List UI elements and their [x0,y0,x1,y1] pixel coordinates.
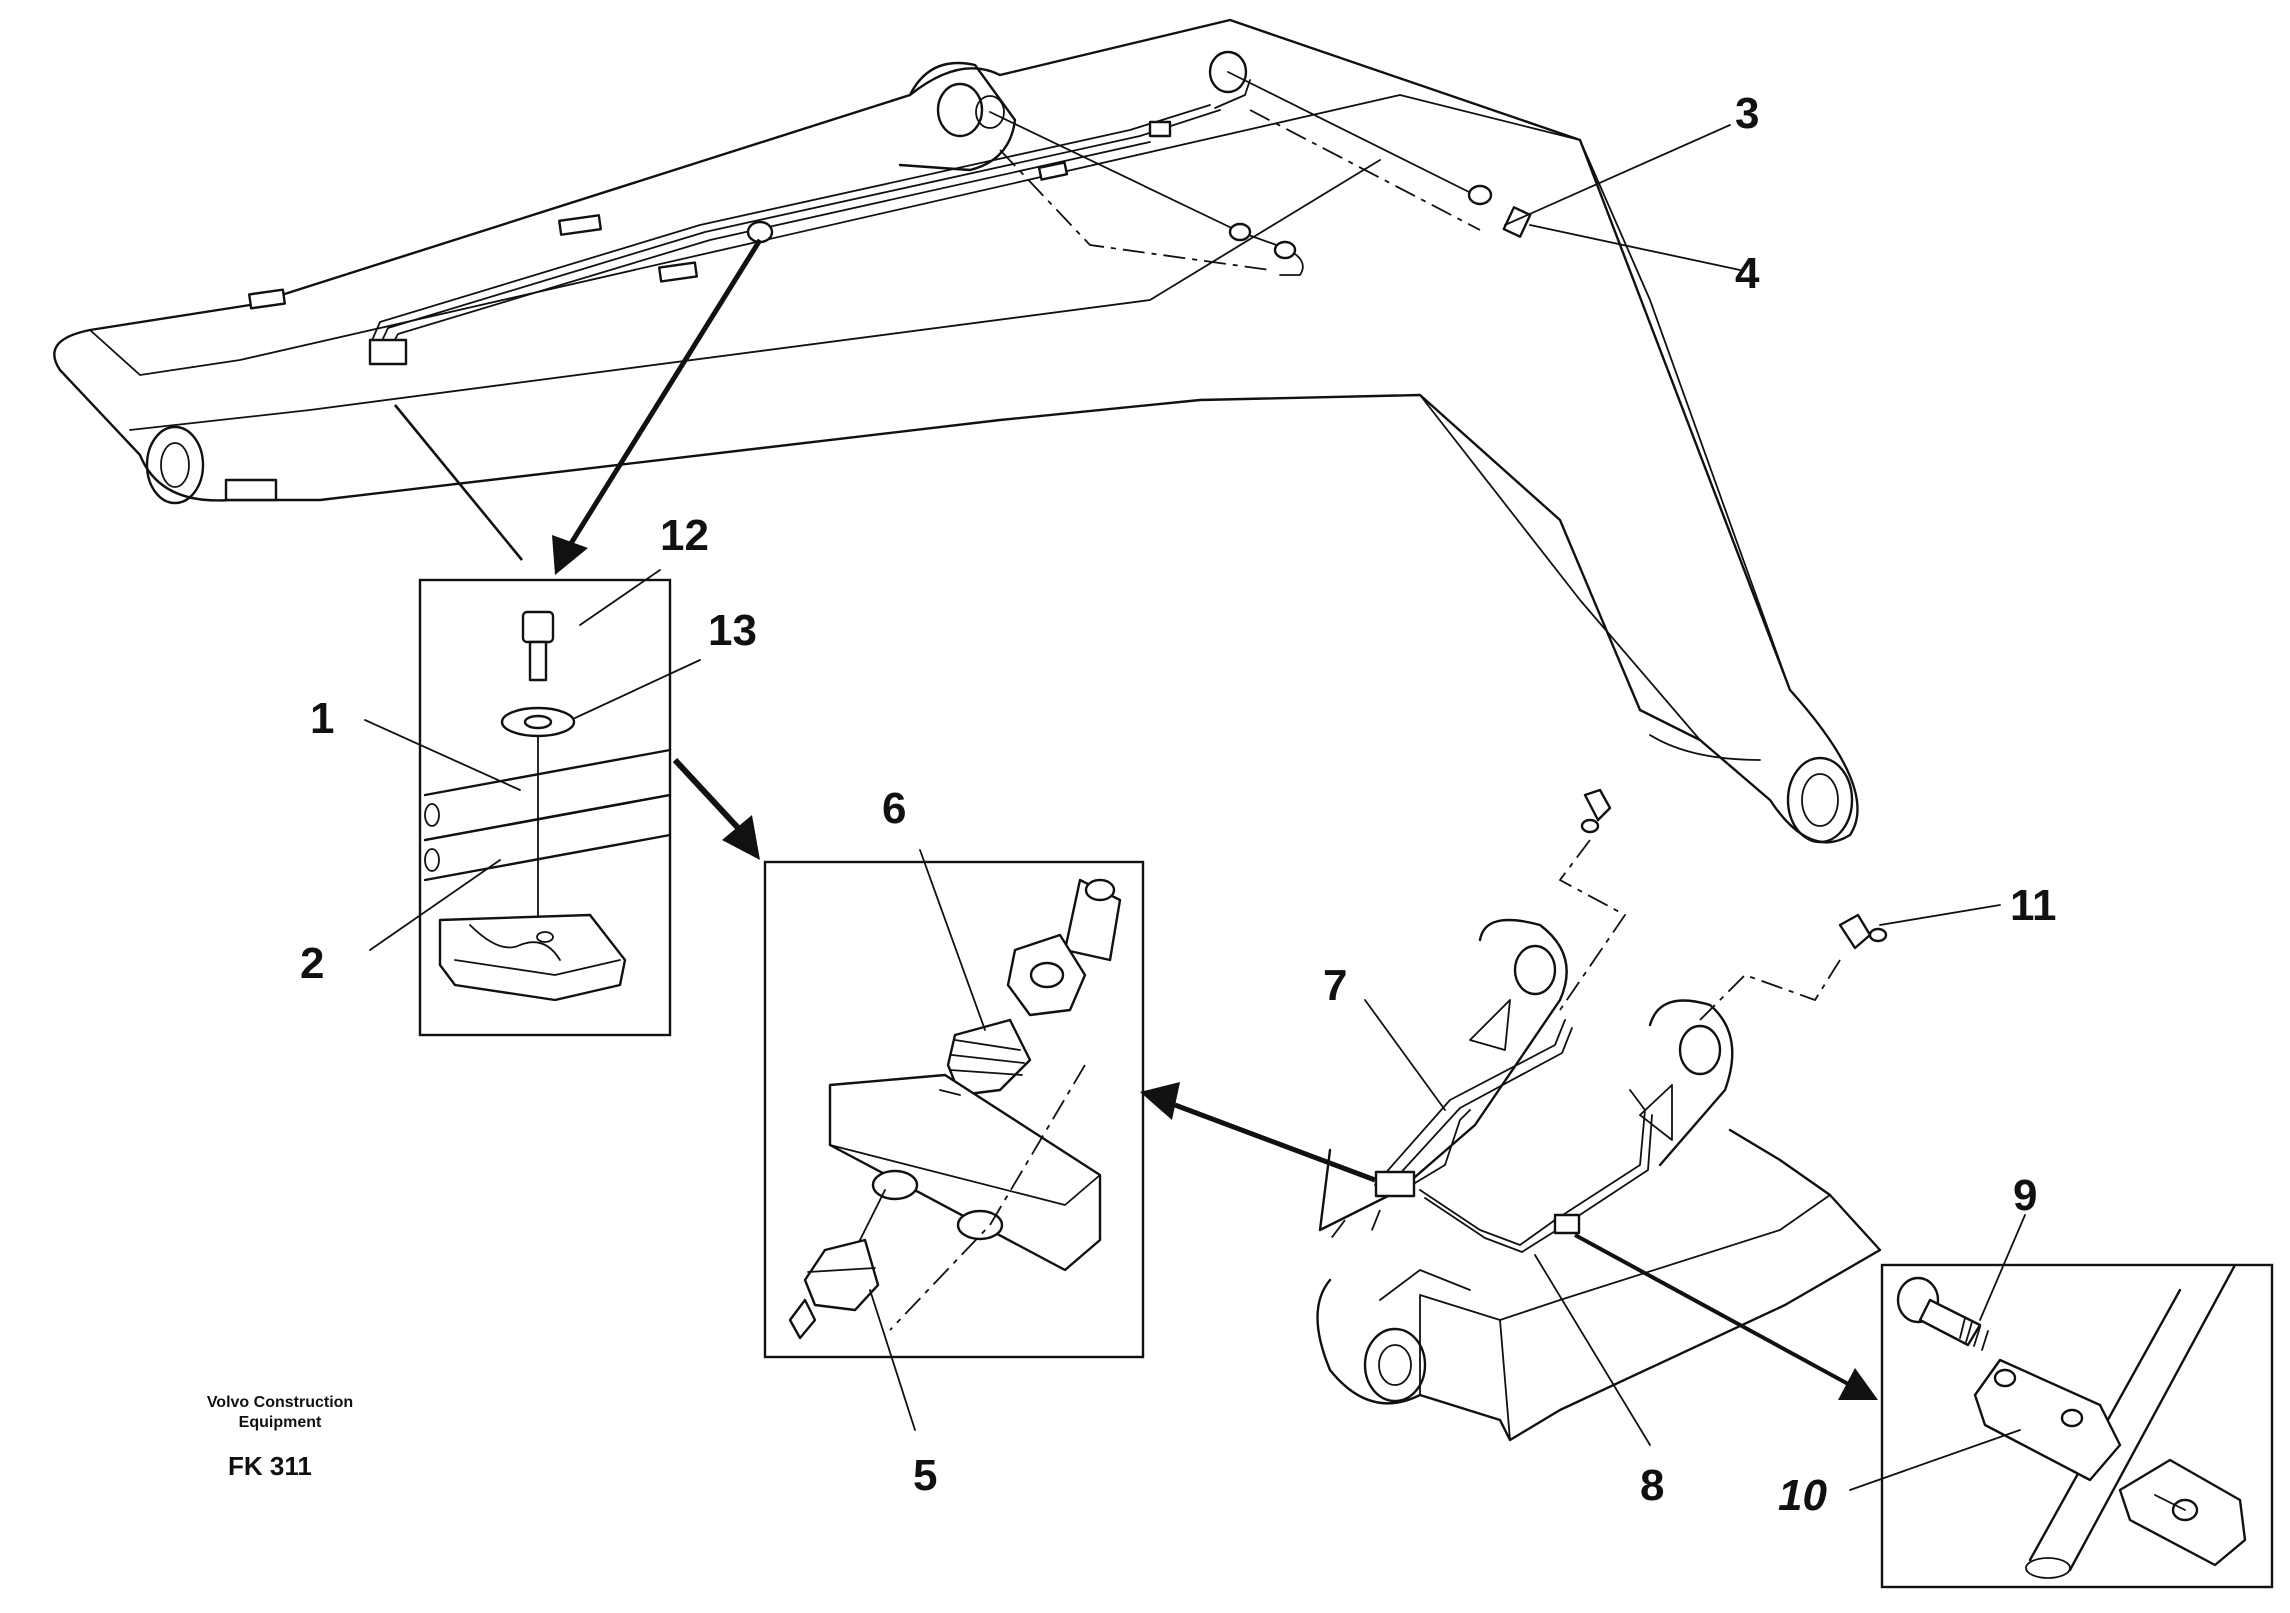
brand-line-2: Equipment [239,1414,322,1431]
callout-11: 11 [2010,881,2057,930]
callout-leaders [364,124,2026,1491]
callout-6: 6 [882,784,906,833]
boom-arm [53,18,1859,844]
detail-a-arrow [552,238,763,575]
callout-1: 1 [310,694,334,743]
brand-line-1: Volvo Construction [207,1394,353,1411]
boom-lube-pipes [368,71,1532,366]
figure-code: FK 311 [228,1451,312,1481]
callout-12: 12 [660,511,709,560]
detail-b-arrow [672,757,760,860]
detail-clamp-box [418,578,672,1037]
callout-10: 10 [1778,1471,1827,1520]
boom-foot-assembly [1316,788,1888,1442]
callout-13: 13 [708,606,757,655]
detail-bolt-clamp-box [1880,1263,2274,1589]
callout-7: 7 [1323,961,1347,1010]
callout-2: 2 [300,939,324,988]
callout-3: 3 [1735,89,1759,138]
detail-a-leader-1 [393,404,524,561]
detail-c-arrow [1574,1233,1878,1400]
detail-b-foot-arrow [1140,1082,1376,1183]
callout-8: 8 [1640,1461,1664,1510]
callout-5: 5 [913,1451,937,1500]
detail-grease-fitting-box [763,860,1145,1359]
callout-4: 4 [1735,249,1760,298]
callout-9: 9 [2013,1171,2037,1220]
